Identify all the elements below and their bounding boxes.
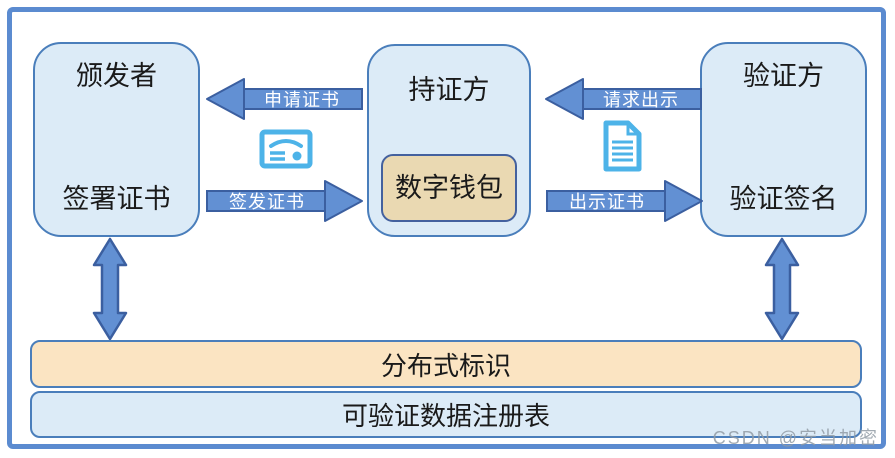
left-arrow-shape [206, 78, 363, 120]
holder-title: 持证方 [408, 75, 490, 105]
verifier-box: 验证方 验证签名 [700, 42, 867, 237]
verifier-action-label: 验证签名 [729, 183, 838, 214]
arrow-present-cert: 出示证书 [545, 178, 705, 224]
arrow-request-presentation: 请求出示 [543, 76, 703, 122]
arrow-issue-cert-label: 签发证书 [229, 192, 305, 212]
outer-frame [7, 7, 886, 449]
arrow-apply-cert: 申请证书 [204, 76, 364, 122]
issuer-action-label: 签署证书 [62, 183, 171, 214]
registry-layer-bar: 可验证数据注册表 [30, 391, 862, 438]
right-arrow-shape [546, 180, 703, 222]
arrow-present-cert-label: 出示证书 [569, 192, 645, 212]
left-arrow-shape [545, 78, 702, 120]
did-layer-bar: 分布式标识 [30, 340, 862, 388]
arrow-request-presentation-label: 请求出示 [603, 90, 679, 110]
holder-box: 持证方 数字钱包 [367, 44, 531, 237]
right-arrow-shape [206, 180, 363, 222]
certificate-icon [259, 129, 313, 169]
arrow-issue-cert: 签发证书 [205, 178, 365, 224]
wallet-label: 数字钱包 [395, 172, 503, 203]
wallet-box: 数字钱包 [381, 154, 517, 222]
did-layer-label: 分布式标识 [380, 350, 511, 381]
document-icon [603, 120, 642, 172]
verifier-title: 验证方 [743, 61, 824, 91]
verifier-did-connector-arrow [764, 237, 800, 341]
issuer-box: 颁发者 签署证书 [33, 42, 200, 237]
registry-layer-label: 可验证数据注册表 [341, 401, 550, 431]
issuer-did-connector-arrow [92, 237, 128, 341]
issuer-title: 颁发者 [76, 61, 157, 91]
watermark: CSDN @安当加密 [712, 428, 879, 448]
arrow-apply-cert-label: 申请证书 [264, 90, 340, 110]
